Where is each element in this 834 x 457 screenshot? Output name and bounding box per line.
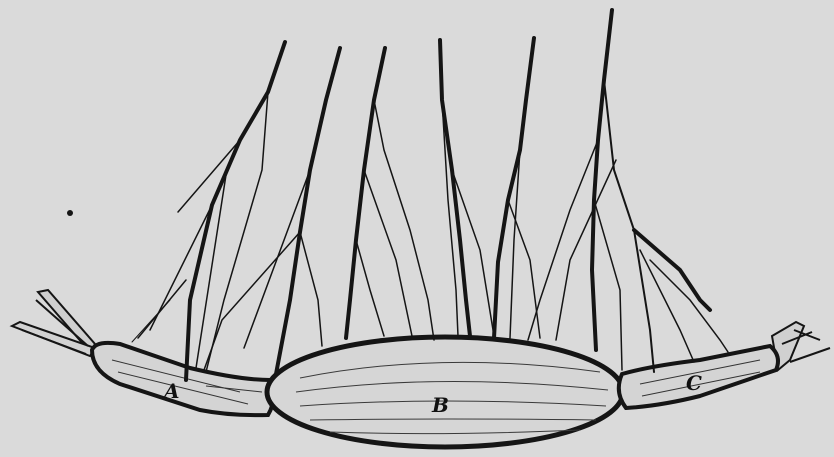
segment-b (267, 337, 623, 447)
right-fibre-end (772, 322, 830, 370)
left-fibre-end (12, 290, 95, 356)
branching-fibres (132, 10, 728, 380)
label-a: A (162, 379, 180, 403)
label-b: B (431, 393, 449, 417)
segment-a (92, 343, 274, 415)
stray-dot (67, 210, 73, 216)
label-c: C (686, 371, 702, 395)
